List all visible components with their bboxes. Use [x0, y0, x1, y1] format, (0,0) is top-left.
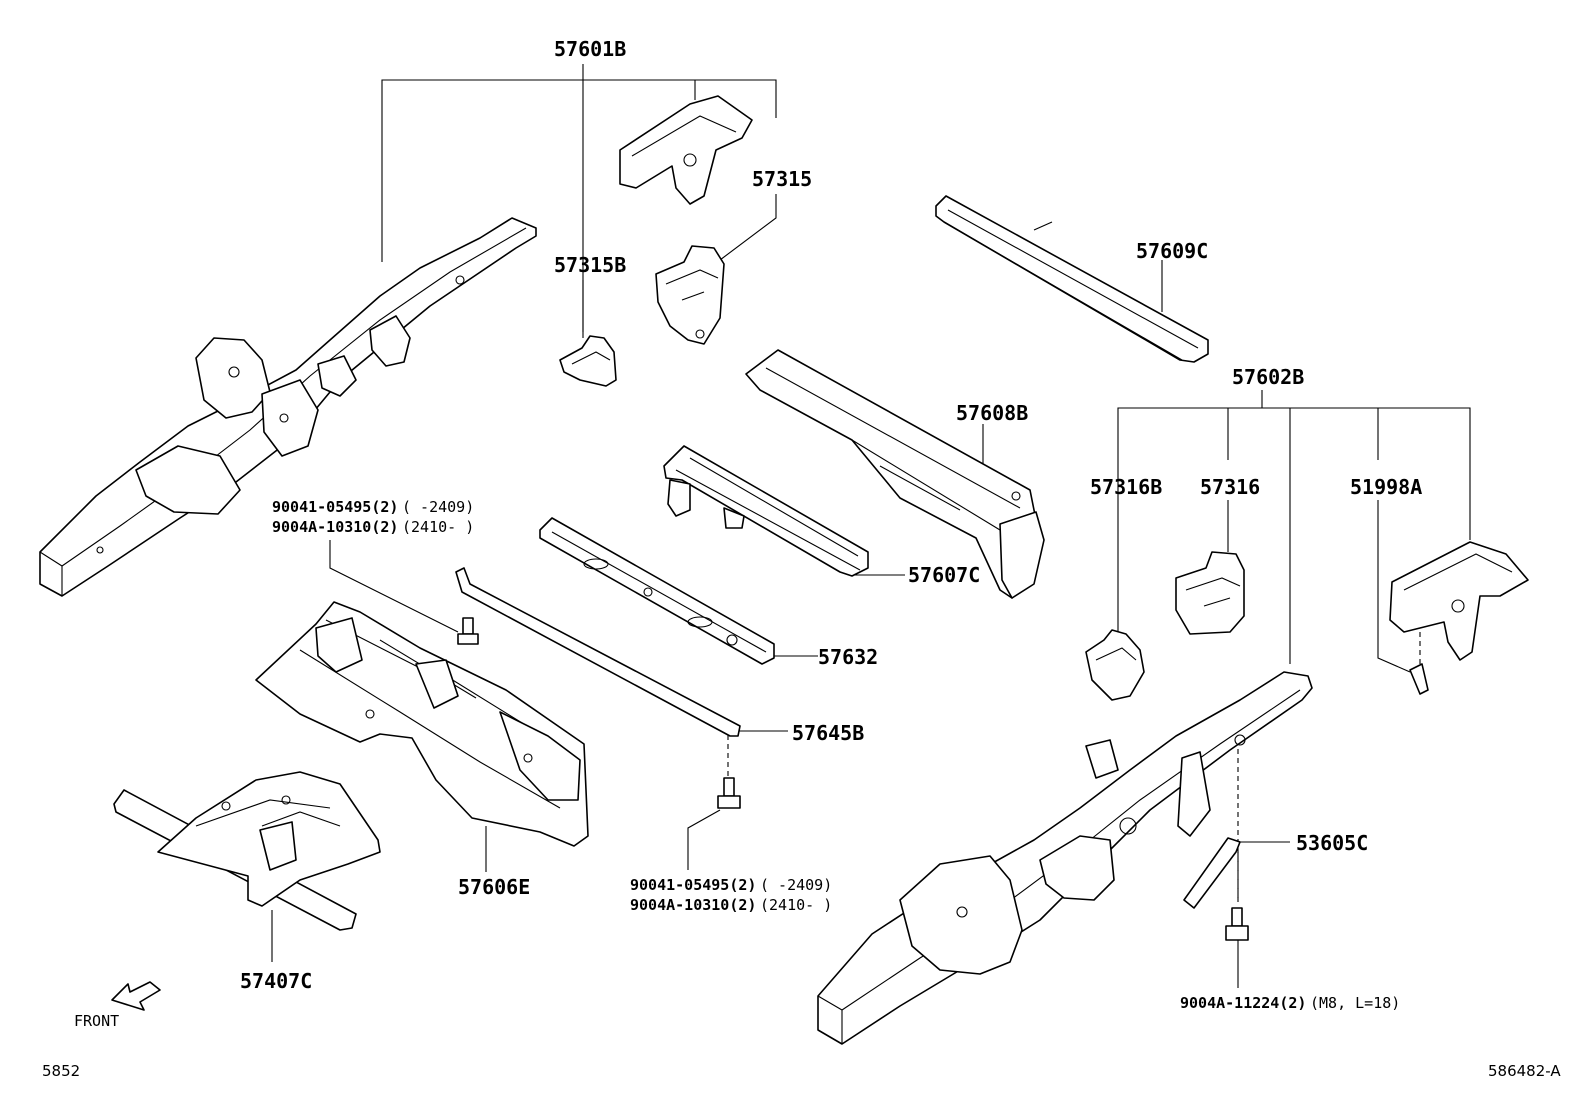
label-57315B: 57315B [554, 253, 626, 277]
front-label: FRONT [74, 1012, 119, 1030]
label-57602B: 57602B [1232, 365, 1304, 389]
bolt-a-line1-part: 90041-05495(2) [272, 498, 398, 516]
brace-57645B [455, 567, 741, 737]
label-53605C: 53605C [1296, 831, 1368, 855]
floor-pan-57606E [255, 601, 589, 847]
bracket-57315 [655, 245, 725, 345]
label-57316: 57316 [1200, 475, 1260, 499]
front-side-member-right [817, 671, 1313, 1045]
page-code: 5852 [42, 1062, 80, 1080]
bolt-b-line2-range: (2410- ) [760, 896, 832, 914]
label-57607C: 57607C [908, 563, 980, 587]
bolt-callout-c: 9004A-11224(2) (M8, L=18) [1180, 994, 1400, 1012]
crossmember-57608B [745, 349, 1045, 599]
bolt-a-line2-range: (2410- ) [402, 518, 474, 536]
label-57601B: 57601B [554, 37, 626, 61]
part-labels: 57601B 57315 57315B 57609C 57602B 57608B… [240, 37, 1422, 993]
label-57606E: 57606E [458, 875, 530, 899]
bolt-a-line1-range: ( -2409) [402, 498, 474, 516]
bolt-icon-b [717, 777, 741, 809]
drawing-id: 586482-A [1488, 1062, 1561, 1080]
bolt-b-line1-part: 90041-05495(2) [630, 876, 756, 894]
bracket-51998A [1389, 541, 1529, 695]
crossmember-57632 [539, 517, 775, 665]
crossmember-57609C [935, 195, 1209, 363]
bracket-57316B [1085, 629, 1145, 701]
bolt-b-line1-range: ( -2409) [760, 876, 832, 894]
bracket-upper-57601B [619, 95, 753, 205]
bolt-a-line2-part: 9004A-10310(2) [272, 518, 398, 536]
bolt-icon-a [457, 617, 479, 645]
bolt-callout-a: 90041-05495(2) ( -2409) 9004A-10310(2) (… [272, 498, 474, 536]
bolt-callout-b: 90041-05495(2) ( -2409) 9004A-10310(2) (… [630, 876, 832, 914]
label-57645B: 57645B [792, 721, 864, 745]
crossmember-57607C [663, 445, 869, 577]
label-57407C: 57407C [240, 969, 312, 993]
label-57608B: 57608B [956, 401, 1028, 425]
label-57316B: 57316B [1090, 475, 1162, 499]
bolt-icon-c [1225, 907, 1249, 941]
bolt-c-spec: (M8, L=18) [1310, 994, 1400, 1012]
leader-lines [271, 64, 1471, 988]
front-side-member-left [39, 217, 537, 597]
brace-53605C [1183, 837, 1241, 909]
bolt-b-line2-part: 9004A-10310(2) [630, 896, 756, 914]
bracket-57315B [559, 335, 617, 387]
label-57609C: 57609C [1136, 239, 1208, 263]
bracket-57316 [1175, 551, 1245, 635]
label-51998A: 51998A [1350, 475, 1422, 499]
label-57632: 57632 [818, 645, 878, 669]
floor-crossmember-57407C [113, 771, 381, 931]
front-arrow-icon [111, 981, 161, 1011]
bolt-c-part: 9004A-11224(2) [1180, 994, 1306, 1012]
label-57315: 57315 [752, 167, 812, 191]
